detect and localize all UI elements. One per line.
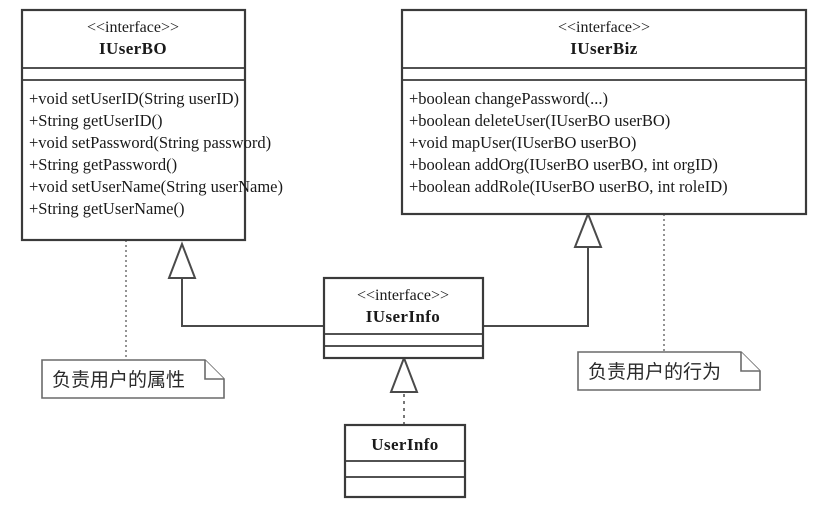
class-box-iuserinfo[interactable]: <<interface>> IUserInfo <box>322 276 485 360</box>
hollow-triangle-icon <box>573 211 603 248</box>
note-attributes[interactable]: 负责用户的属性 <box>41 359 225 399</box>
hollow-triangle-icon <box>389 355 419 393</box>
iuserbo-outline <box>20 8 247 242</box>
note-behavior[interactable]: 负责用户的行为 <box>577 351 761 391</box>
note-attributes-text: 负责用户的属性 <box>52 369 185 391</box>
note-attributes-outline <box>41 359 225 399</box>
iuserbiz-class-name: IUserBiz <box>570 39 637 58</box>
iuserbiz-method: +boolean addRole(IUserBO userBO, int rol… <box>409 177 728 196</box>
iuserbiz-method: +void mapUser(IUserBO userBO) <box>409 133 636 152</box>
iuserinfo-class-name: IUserInfo <box>366 307 440 326</box>
note-behavior-text: 负责用户的行为 <box>588 361 721 383</box>
note-fold-icon <box>204 360 224 380</box>
class-box-userinfo[interactable]: UserInfo <box>343 423 467 499</box>
iuserbo-method: +String getPassword() <box>29 155 177 174</box>
iuserinfo-stereotype: <<interface>> <box>357 287 449 304</box>
iuserbo-method-list: +void setUserID(String userID) +String g… <box>29 89 283 218</box>
userinfo-class-name: UserInfo <box>371 435 438 454</box>
iuserbo-method: +void setPassword(String password) <box>29 133 271 152</box>
iuserbiz-outline <box>400 8 808 216</box>
iuserbiz-stereotype: <<interface>> <box>558 19 650 36</box>
iuserbiz-method: +boolean deleteUser(IUserBO userBO) <box>409 111 670 130</box>
iuserbo-method: +String getUserID() <box>29 111 162 130</box>
iuserbiz-method: +boolean changePassword(...) <box>409 89 608 108</box>
relationship-userinfo-to-iuserinfo <box>389 355 419 425</box>
class-box-iuserbiz[interactable]: <<interface>> IUserBiz +boolean changePa… <box>400 8 808 216</box>
iuserbo-method: +void setUserName(String userName) <box>29 177 283 196</box>
iuserbiz-method: +boolean addOrg(IUserBO userBO, int orgI… <box>409 155 718 174</box>
iuserbiz-method-list: +boolean changePassword(...) +boolean de… <box>409 89 728 196</box>
iuserbo-method: +String getUserName() <box>29 199 184 218</box>
iuserinfo-outline <box>322 276 485 360</box>
relationship-iuserinfo-to-iuserbiz <box>483 211 603 327</box>
note-behavior-outline <box>577 351 761 391</box>
note-fold-icon <box>740 352 760 372</box>
iuserbo-method: +void setUserID(String userID) <box>29 89 239 108</box>
hollow-triangle-icon <box>167 241 197 279</box>
relationship-iuserinfo-to-iuserbo <box>167 241 324 327</box>
class-box-iuserbo[interactable]: <<interface>> IUserBO +void setUserID(St… <box>20 8 283 242</box>
iuserbo-stereotype: <<interface>> <box>87 19 179 36</box>
iuserbo-class-name: IUserBO <box>99 39 167 58</box>
